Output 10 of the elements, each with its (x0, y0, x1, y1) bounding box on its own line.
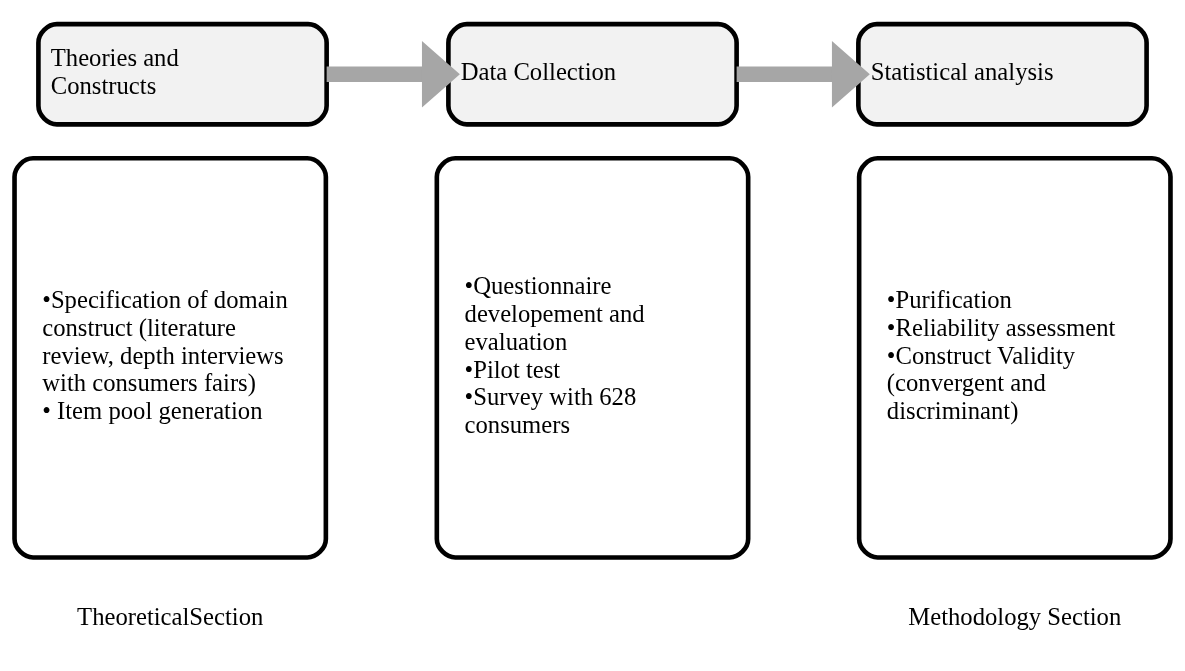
node-box: Statistical analysis (856, 21, 1149, 127)
node-box: •Specification of domain construct (literature review, depth interviews with consumers fairs) • Item pool generation (12, 155, 329, 560)
label: TheoreticalSection (77, 602, 264, 630)
node-box: •Purification •Reliability assessment •Construct Validity (convergent and discriminant) (856, 155, 1173, 560)
arrow (326, 41, 460, 108)
node-box: Data Collection (446, 21, 739, 127)
node-box: Theories and Constructs (36, 21, 329, 127)
label: Methodology Section (908, 602, 1122, 630)
node-box: •Questionnaire developement and evaluation •Pilot test •Survey with 628 consumers (434, 155, 751, 560)
arrow (736, 41, 870, 108)
